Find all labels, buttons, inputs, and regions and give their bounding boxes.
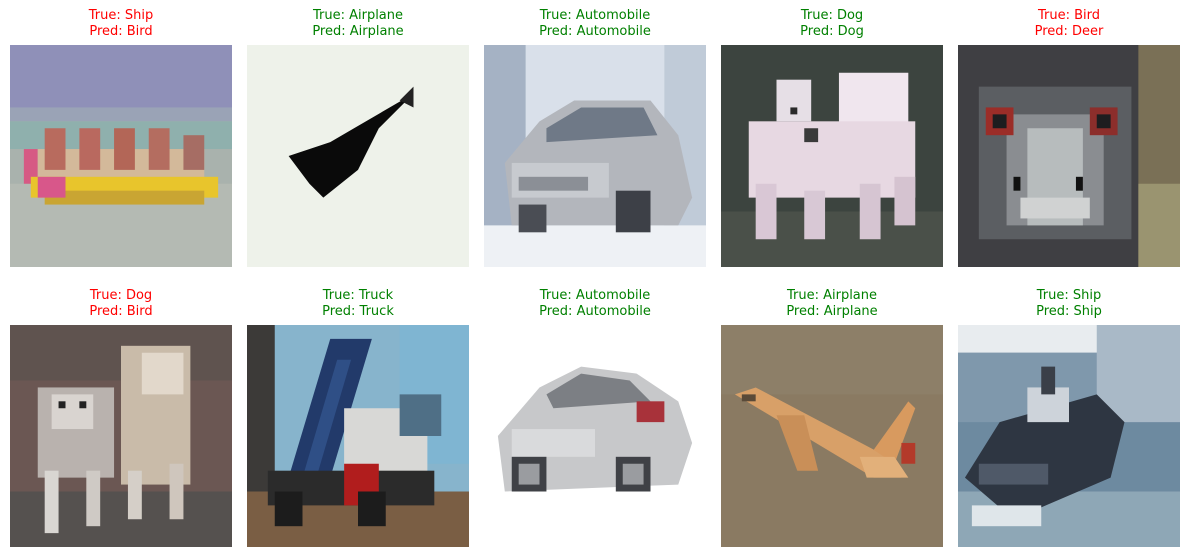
panel-caption: True: Bird Pred: Deer: [958, 8, 1180, 40]
panel-caption: True: Automobile Pred: Automobile: [484, 8, 706, 40]
black-airplane-silhouette-image: [247, 45, 469, 267]
true-label: True: Ship: [88, 8, 154, 23]
true-label: True: Truck: [322, 288, 394, 303]
panel-caption: True: Airplane Pred: Airplane: [247, 8, 469, 40]
two-dogs-image: [10, 325, 232, 547]
pred-label: Pred: Airplane: [312, 24, 404, 39]
dump-truck-image: [247, 325, 469, 547]
pred-label: Pred: Ship: [1036, 304, 1102, 319]
emu-face-closeup-image: [958, 45, 1180, 267]
panel-caption: True: Airplane Pred: Airplane: [721, 288, 943, 320]
true-label: True: Airplane: [312, 8, 404, 23]
pred-label: Pred: Automobile: [539, 24, 651, 39]
panel-caption: True: Truck Pred: Truck: [247, 288, 469, 320]
true-label: True: Automobile: [539, 8, 651, 23]
silver-car-image: [484, 45, 706, 267]
panel-caption: True: Ship Pred: Bird: [10, 8, 232, 40]
pred-label: Pred: Bird: [89, 24, 153, 39]
pred-label: Pred: Dog: [800, 24, 864, 39]
silver-coupe-image: [484, 325, 706, 547]
pred-label: Pred: Airplane: [786, 304, 878, 319]
true-label: True: Ship: [1036, 288, 1102, 303]
panel-caption: True: Ship Pred: Ship: [958, 288, 1180, 320]
boat-on-water-image: [10, 45, 232, 267]
white-fluffy-dog-image: [721, 45, 943, 267]
panel-caption: True: Dog Pred: Bird: [10, 288, 232, 320]
true-label: True: Dog: [800, 8, 864, 23]
true-label: True: Airplane: [786, 288, 878, 303]
pred-label: Pred: Truck: [322, 304, 394, 319]
orange-airplane-image: [721, 325, 943, 547]
true-label: True: Bird: [1037, 8, 1101, 23]
true-label: True: Automobile: [539, 288, 651, 303]
ship-at-sea-image: [958, 325, 1180, 547]
pred-label: Pred: Bird: [89, 304, 153, 319]
panel-caption: True: Automobile Pred: Automobile: [484, 288, 706, 320]
pred-label: Pred: Deer: [1034, 24, 1104, 39]
true-label: True: Dog: [89, 288, 153, 303]
pred-label: Pred: Automobile: [539, 304, 651, 319]
panel-caption: True: Dog Pred: Dog: [721, 8, 943, 40]
